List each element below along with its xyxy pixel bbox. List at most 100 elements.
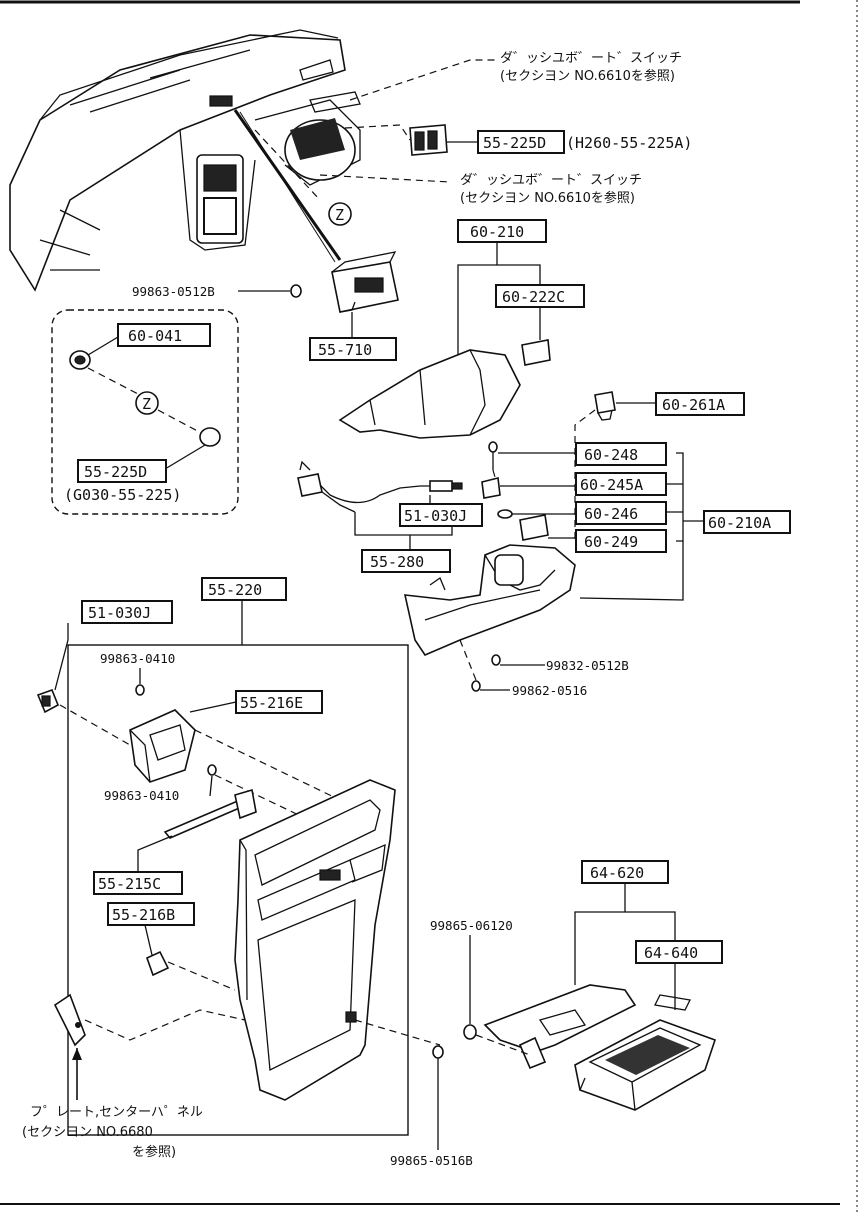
note-plate-line3: を参照) <box>132 1144 176 1160</box>
callout-60-210-text: 60-210 <box>470 223 524 241</box>
callout-60-261A: 60-261A <box>655 392 745 416</box>
z-marker-top <box>328 202 352 226</box>
screw-99863-0512B <box>290 284 302 298</box>
module-55-710 <box>290 251 399 313</box>
callout-51-030J-mid-text: 51-030J <box>404 507 467 525</box>
note-dash-switch-2-line1: ダ゛ッシユボ゛ート゛スイッチ <box>460 173 642 188</box>
callout-55-216E-text: 55-216E <box>240 694 303 712</box>
callout-55-225D-top: 55-225D <box>477 130 565 154</box>
screw-99863-0410-lower <box>207 764 217 776</box>
z-marker-inset <box>135 391 159 415</box>
callout-60-245A-text: 60-245A <box>580 476 643 494</box>
instrument-cluster <box>290 118 345 160</box>
dashboard-illustration <box>9 29 361 292</box>
callout-60-210A: 60-210A <box>703 510 791 534</box>
callout-55-215C: 55-215C <box>93 871 183 895</box>
ashtray-64-640 <box>574 1019 717 1111</box>
callout-60-246: 60-246 <box>575 501 667 525</box>
center-panel-frame <box>234 779 396 1101</box>
column-cover-lower <box>403 544 576 656</box>
leader-dash-switch-2 <box>319 174 451 183</box>
note-dash-switch-1-line1: ダ゛ッシユボ゛ート゛スイッチ <box>500 51 682 66</box>
leader-dash-switch-1 <box>349 59 495 101</box>
bracket-60-210A <box>676 452 684 542</box>
callout-60-222C: 60-222C <box>495 284 585 308</box>
part-99863-0512B: 99863-0512B <box>132 284 215 299</box>
callout-55-710: 55-710 <box>309 337 397 361</box>
part-99863-0410-upper: 99863-0410 <box>100 651 175 666</box>
leader-60-210 <box>457 240 498 355</box>
switch-55-225D <box>409 124 448 156</box>
pad-60-249 <box>519 514 549 541</box>
callout-51-030J-mid: 51-030J <box>399 503 483 527</box>
bracket-55-216E <box>129 709 196 783</box>
callout-60-041: 60-041 <box>117 323 211 347</box>
screw-99832-0512B <box>491 654 501 666</box>
callout-55-225D-inset: 55-225D <box>77 459 167 483</box>
callout-60-210: 60-210 <box>457 219 547 243</box>
dash-switch-top <box>209 95 233 107</box>
part-99832-0512B: 99832-0512B <box>546 658 629 673</box>
sticker-60-222C <box>521 339 551 366</box>
callout-60-249-text: 60-249 <box>584 533 638 551</box>
callout-55-215C-text: 55-215C <box>98 875 161 893</box>
code-g030-note: (G030-55-225) <box>64 486 181 504</box>
clip-60-245A <box>481 477 501 499</box>
part-99863-0410-lower: 99863-0410 <box>104 788 179 803</box>
code-h260-note: (H260-55-225A) <box>566 134 692 152</box>
callout-55-225D-top-text: 55-225D <box>483 134 546 152</box>
callout-60-249: 60-249 <box>575 529 667 553</box>
callout-55-216B-text: 55-216B <box>112 906 175 924</box>
note-dash-switch-2-line2: (セクシヨン NO.6610を参照) <box>460 190 635 206</box>
callout-64-640-text: 64-640 <box>644 944 698 962</box>
callout-55-220: 55-220 <box>201 577 287 601</box>
z-marker-top-label: Z <box>335 206 344 224</box>
screw-99865-06120 <box>463 1024 477 1040</box>
leader-64-620 <box>574 883 626 985</box>
grommet-60-041 <box>69 350 91 370</box>
callout-55-220-text: 55-220 <box>208 581 262 599</box>
lamp-60-261A <box>594 391 616 421</box>
part-99865-0516B: 99865-0516B <box>390 1153 473 1168</box>
inset-boundary <box>51 309 239 515</box>
ashtray-lid-64-620 <box>483 984 691 1070</box>
callout-60-245A: 60-245A <box>575 472 667 496</box>
callout-60-261A-text: 60-261A <box>662 396 725 414</box>
callout-51-030J-left: 51-030J <box>81 600 173 624</box>
callout-64-640: 64-640 <box>635 940 723 964</box>
screw-99863-0410-upper <box>135 684 145 696</box>
note-plate-line1: フ゜レート,センターハ゜ネル <box>30 1105 203 1120</box>
leader-inset <box>87 367 206 436</box>
bulb-51-030J-left <box>36 688 60 714</box>
group-55-220 <box>67 644 409 1136</box>
callout-60-222C-text: 60-222C <box>502 288 565 306</box>
callout-55-710-text: 55-710 <box>318 341 372 359</box>
rod-55-215C <box>163 788 257 839</box>
column-cover-upper <box>338 349 521 439</box>
callout-60-246-text: 60-246 <box>584 505 638 523</box>
note-dash-switch-1-line2: (セクシヨン NO.6610を参照) <box>500 68 675 84</box>
note-plate-line2: (セクシヨン NO.6680 <box>22 1125 153 1140</box>
callout-60-248: 60-248 <box>575 442 667 466</box>
screw-99862-0516 <box>471 680 481 692</box>
part-99862-0516: 99862-0516 <box>512 683 587 698</box>
callout-55-216E: 55-216E <box>235 690 323 714</box>
callout-51-030J-left-text: 51-030J <box>88 604 151 622</box>
callout-64-620-text: 64-620 <box>590 864 644 882</box>
callout-55-225D-inset-text: 55-225D <box>84 463 147 481</box>
callout-60-248-text: 60-248 <box>584 446 638 464</box>
callout-55-280: 55-280 <box>361 549 451 573</box>
washer-60-246 <box>497 509 513 519</box>
z-marker-inset-label: Z <box>142 395 151 413</box>
callout-60-041-text: 60-041 <box>128 327 182 345</box>
leader-55-225D <box>344 124 411 141</box>
cap-55-225D <box>199 427 221 447</box>
callout-55-280-text: 55-280 <box>370 553 424 571</box>
plate-center-panel <box>53 993 86 1047</box>
screw-60-248 <box>488 441 498 453</box>
callout-60-210A-text: 60-210A <box>708 514 771 532</box>
part-99865-06120: 99865-06120 <box>430 918 513 933</box>
harness-55-280 <box>297 460 463 513</box>
clip-55-216B <box>146 950 170 977</box>
